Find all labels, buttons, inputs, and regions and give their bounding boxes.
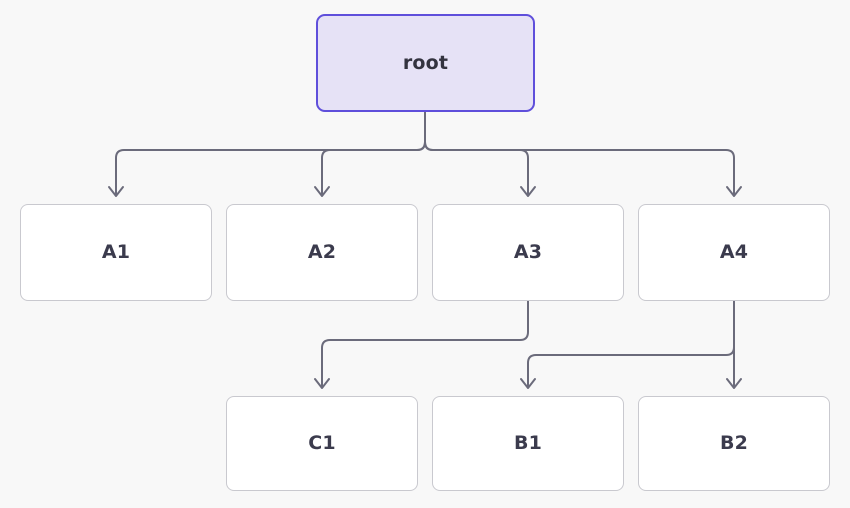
arrowhead-root-A2 — [314, 186, 330, 197]
node-label-C1: C1 — [308, 432, 336, 454]
node-A1[interactable]: A1 — [20, 204, 212, 301]
node-label-root: root — [402, 51, 449, 74]
node-A2[interactable]: A2 — [226, 204, 418, 301]
edge-root-A3 — [424, 111, 536, 197]
edge-A4-B1 — [520, 300, 735, 389]
arrowhead-root-A3 — [520, 186, 536, 197]
node-label-A3: A3 — [513, 241, 543, 263]
node-B2[interactable]: B2 — [638, 396, 830, 491]
arrowhead-root-A4 — [726, 186, 742, 197]
node-C1[interactable]: C1 — [226, 396, 418, 491]
edge-A4-B2 — [726, 300, 742, 389]
edge-root-A4 — [424, 111, 742, 197]
edge-A3-C1 — [314, 300, 529, 389]
node-label-B2: B2 — [719, 432, 749, 454]
arrowhead-A4-B1 — [520, 378, 536, 389]
node-label-A2: A2 — [307, 241, 337, 263]
node-label-B1: B1 — [513, 432, 543, 454]
node-A3[interactable]: A3 — [432, 204, 624, 301]
arrowhead-A3-C1 — [314, 378, 330, 389]
edge-root-A2 — [314, 111, 426, 197]
node-label-A1: A1 — [101, 241, 131, 263]
edge-root-A1 — [108, 111, 426, 197]
node-label-A4: A4 — [719, 241, 749, 263]
node-B1[interactable]: B1 — [432, 396, 624, 491]
node-A4[interactable]: A4 — [638, 204, 830, 301]
arrowhead-root-A1 — [108, 186, 124, 197]
node-root[interactable]: root — [316, 14, 535, 112]
arrowhead-A4-B2 — [726, 378, 742, 389]
